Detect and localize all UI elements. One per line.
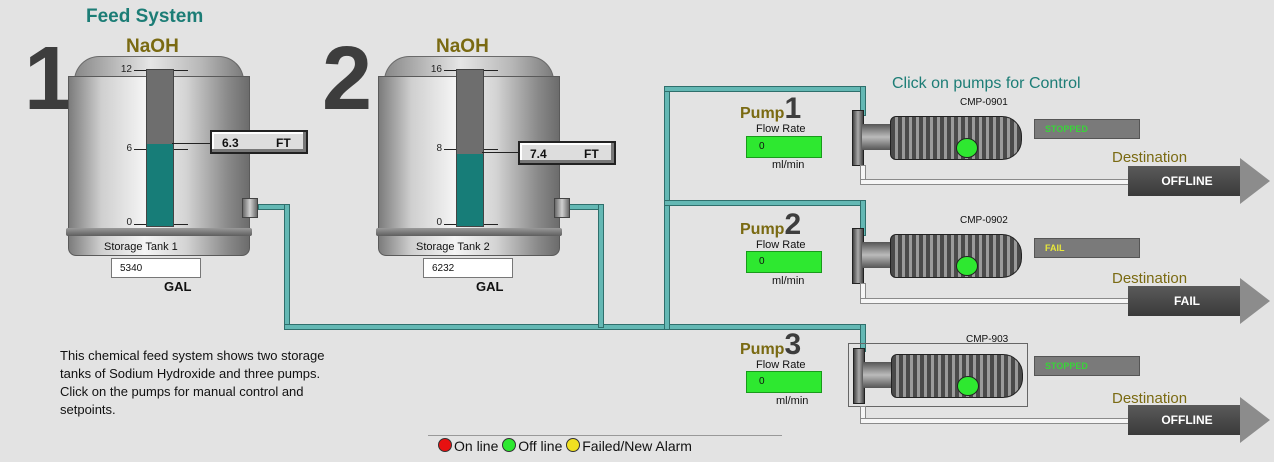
system-description: This chemical feed system shows two stor… bbox=[60, 347, 450, 419]
pump-2-indicator-icon bbox=[956, 256, 978, 276]
pump-1-flow-label: Flow Rate bbox=[756, 123, 806, 135]
tank-1-scale-max: 12 bbox=[120, 64, 132, 75]
tank-2-level-unit: FT bbox=[584, 147, 599, 161]
legend-offline: Off line bbox=[518, 438, 563, 454]
pump-1-tag: CMP-0901 bbox=[960, 97, 1008, 108]
pump-3-destination-arrow: OFFLINE bbox=[1128, 397, 1270, 443]
pump-1-destination-label: Destination bbox=[1112, 149, 1188, 166]
pump-1-flow-value: 0 bbox=[746, 136, 822, 158]
tank-2-number: 2 bbox=[322, 29, 373, 129]
pump-2-flow-value: 0 bbox=[746, 251, 822, 273]
online-dot-icon bbox=[438, 438, 452, 452]
pump-1-number: 1 bbox=[784, 92, 802, 125]
legend-alarm: Failed/New Alarm bbox=[582, 438, 692, 454]
pump-1-status: STOPPED bbox=[1034, 119, 1140, 139]
pump-2-flow-label: Flow Rate bbox=[756, 239, 806, 251]
tank-2-scale-mid: 8 bbox=[436, 143, 442, 154]
description-line: This chemical feed system shows two stor… bbox=[60, 348, 325, 363]
tank-1-volume-value: 5340 bbox=[111, 258, 201, 278]
tank-1-base bbox=[66, 228, 252, 236]
tank-1-outlet-valve bbox=[242, 198, 258, 218]
pump-3-destination-label: Destination bbox=[1112, 390, 1188, 407]
pump-1-destination-value: OFFLINE bbox=[1161, 174, 1213, 188]
pump-3-tag: CMP-903 bbox=[966, 334, 1009, 345]
tank-2-volume-unit: GAL bbox=[476, 279, 504, 294]
tank-2-base bbox=[376, 228, 562, 236]
tank-1-level-unit: FT bbox=[276, 136, 291, 150]
tank-2-scale-max: 16 bbox=[430, 64, 442, 75]
pump-1-destination-arrow: OFFLINE bbox=[1128, 158, 1270, 204]
tank-1-scale-mid: 6 bbox=[126, 143, 132, 154]
tank-2-level-readout: 7.4 FT bbox=[518, 141, 616, 165]
tank-1-volume-unit: GAL bbox=[164, 279, 192, 294]
tank-1-level-value: 6.3 bbox=[222, 136, 239, 150]
pump-2-destination-label: Destination bbox=[1112, 270, 1188, 287]
pump-2-destination-arrow: FAIL bbox=[1128, 278, 1270, 324]
tank-2-level-fill bbox=[457, 153, 483, 226]
tank-1-number: 1 bbox=[24, 29, 75, 129]
pump-3-flow-label: Flow Rate bbox=[756, 359, 806, 371]
tank-1-chemical: NaOH bbox=[126, 36, 179, 57]
pump-2-number: 2 bbox=[784, 208, 802, 241]
tank-1-level-fill bbox=[147, 144, 173, 226]
pump-1-indicator-icon bbox=[956, 138, 978, 158]
offline-dot-icon bbox=[502, 438, 517, 452]
tank-2-level-value: 7.4 bbox=[530, 147, 547, 161]
pump-1-button[interactable] bbox=[852, 110, 1022, 166]
page-title: Feed System bbox=[86, 6, 204, 27]
control-hint: Click on pumps for Control bbox=[892, 75, 1081, 92]
pump-3-word: Pump bbox=[740, 341, 785, 358]
description-line: Click on the pumps for manual control an… bbox=[60, 384, 304, 399]
tank-2-volume-value: 6232 bbox=[423, 258, 513, 278]
tank-1-level-readout: 6.3 FT bbox=[210, 130, 308, 154]
tank-2-chemical: NaOH bbox=[436, 36, 489, 57]
pump-2-tag: CMP-0902 bbox=[960, 215, 1008, 226]
tank-2-outlet-valve bbox=[554, 198, 570, 218]
pump-1-word: Pump bbox=[740, 105, 785, 122]
tank-1-scale-min: 0 bbox=[126, 217, 132, 228]
pump-2-flow-unit: ml/min bbox=[772, 275, 805, 287]
tank-2-level-gauge bbox=[456, 69, 484, 227]
pump-1-flow-unit: ml/min bbox=[772, 159, 805, 171]
status-legend: On line Off line Failed/New Alarm bbox=[438, 438, 692, 454]
description-line: tanks of Sodium Hydroxide and three pump… bbox=[60, 366, 321, 381]
description-line: setpoints. bbox=[60, 402, 116, 417]
tank-2-scale-min: 0 bbox=[436, 217, 442, 228]
pump-2-status: FAIL bbox=[1034, 238, 1140, 258]
pump-3-indicator-icon bbox=[957, 376, 979, 396]
legend-divider bbox=[428, 435, 782, 436]
tank-1-name: Storage Tank 1 bbox=[104, 241, 178, 253]
pump-3-flow-value: 0 bbox=[746, 371, 822, 393]
pump-3-button[interactable] bbox=[848, 343, 1028, 407]
pump-3-destination-value: OFFLINE bbox=[1161, 413, 1213, 427]
tank-2-name: Storage Tank 2 bbox=[416, 241, 490, 253]
pump-2-word: Pump bbox=[740, 221, 785, 238]
alarm-dot-icon bbox=[566, 438, 581, 452]
pump-3-flow-unit: ml/min bbox=[776, 395, 809, 407]
legend-online: On line bbox=[454, 438, 499, 454]
pump-3-number: 3 bbox=[784, 328, 802, 361]
pump-2-destination-value: FAIL bbox=[1174, 294, 1200, 308]
tank-1-level-gauge bbox=[146, 69, 174, 227]
pump-3-status: STOPPED bbox=[1034, 356, 1140, 376]
pump-2-button[interactable] bbox=[852, 228, 1022, 284]
